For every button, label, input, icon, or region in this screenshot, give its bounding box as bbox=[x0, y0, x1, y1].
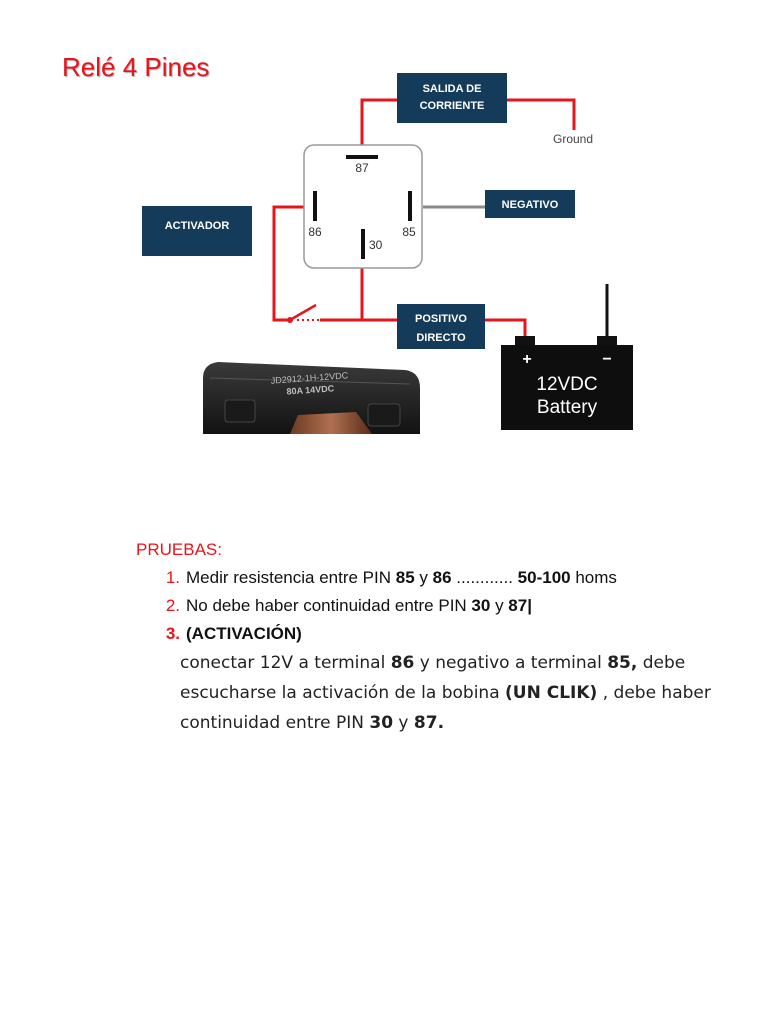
pin-86-terminal bbox=[313, 191, 317, 221]
test-number-3: 3. bbox=[165, 624, 180, 643]
test-item-2: 2. No debe haber continuidad entre PIN 3… bbox=[136, 592, 736, 620]
test-label-3: (ACTIVACIÓN) bbox=[186, 624, 302, 643]
ground-label: Ground bbox=[553, 132, 593, 146]
pin-87-label: 87 bbox=[355, 161, 369, 175]
wire-87-to-salida bbox=[360, 98, 397, 145]
pin-86-label: 86 bbox=[308, 225, 322, 239]
wire-positivo-to-battery bbox=[485, 318, 527, 340]
tests-heading: PRUEBAS: bbox=[136, 540, 222, 559]
wire-salida-to-ground bbox=[507, 98, 576, 130]
test-item-1: 1. Medir resistencia entre PIN 85 y 86 .… bbox=[136, 564, 736, 592]
relay-photo: JD2912-1H-12VDC 80A 14VDC bbox=[203, 362, 420, 434]
test-item-3: 3. (ACTIVACIÓN) bbox=[136, 620, 736, 648]
relay-print-rating: 80A 14VDC bbox=[286, 383, 335, 396]
battery-name-label: Battery bbox=[537, 397, 598, 418]
battery-body bbox=[501, 345, 633, 430]
positivo-box: POSITIVO DIRECTO bbox=[397, 304, 485, 349]
relay-wiring-diagram: 87 86 85 30 SALIDA DE CORRIENTE Ground N… bbox=[142, 73, 633, 434]
pin-30-label: 30 bbox=[369, 238, 383, 252]
test-number-2: 2. bbox=[165, 596, 180, 615]
wire-86-to-switch bbox=[272, 205, 304, 322]
pin-87-terminal bbox=[346, 155, 378, 159]
activador-label: ACTIVADOR bbox=[165, 220, 230, 232]
battery: + − 12VDC Battery bbox=[501, 336, 633, 430]
battery-negative-terminal bbox=[597, 336, 617, 346]
test-text-1: Medir resistencia entre PIN 85 y 86 ....… bbox=[186, 568, 617, 587]
pin-30-terminal bbox=[361, 229, 365, 259]
test-text-2: No debe haber continuidad entre PIN 30 y… bbox=[186, 596, 532, 615]
salida-label-2: CORRIENTE bbox=[420, 100, 485, 112]
wire-30-to-positivo bbox=[360, 268, 397, 322]
battery-positive-terminal bbox=[515, 336, 535, 346]
salida-label-1: SALIDA DE bbox=[423, 83, 482, 95]
negativo-box: NEGATIVO bbox=[485, 190, 575, 218]
activation-paragraph: conectar 12V a terminal 86 y negativo a … bbox=[180, 653, 711, 733]
switch-pivot bbox=[287, 317, 293, 323]
activador-box: ACTIVADOR bbox=[142, 206, 252, 256]
negativo-label: NEGATIVO bbox=[502, 199, 559, 211]
battery-minus-sign: − bbox=[602, 351, 611, 368]
relay-body bbox=[303, 144, 423, 269]
positivo-label-1: POSITIVO bbox=[415, 313, 467, 325]
test-number-1: 1. bbox=[165, 568, 180, 587]
page-title: Relé 4 Pines bbox=[62, 52, 210, 82]
tests-section: PRUEBAS: 1. Medir resistencia entre PIN … bbox=[136, 540, 736, 738]
pin-85-label: 85 bbox=[402, 225, 416, 239]
battery-plus-sign: + bbox=[522, 351, 531, 368]
positivo-label-2: DIRECTO bbox=[416, 332, 466, 344]
salida-box: SALIDA DE CORRIENTE bbox=[397, 73, 507, 123]
battery-voltage-label: 12VDC bbox=[536, 374, 597, 395]
switch-lever bbox=[289, 303, 317, 322]
pin-85-terminal bbox=[408, 191, 412, 221]
